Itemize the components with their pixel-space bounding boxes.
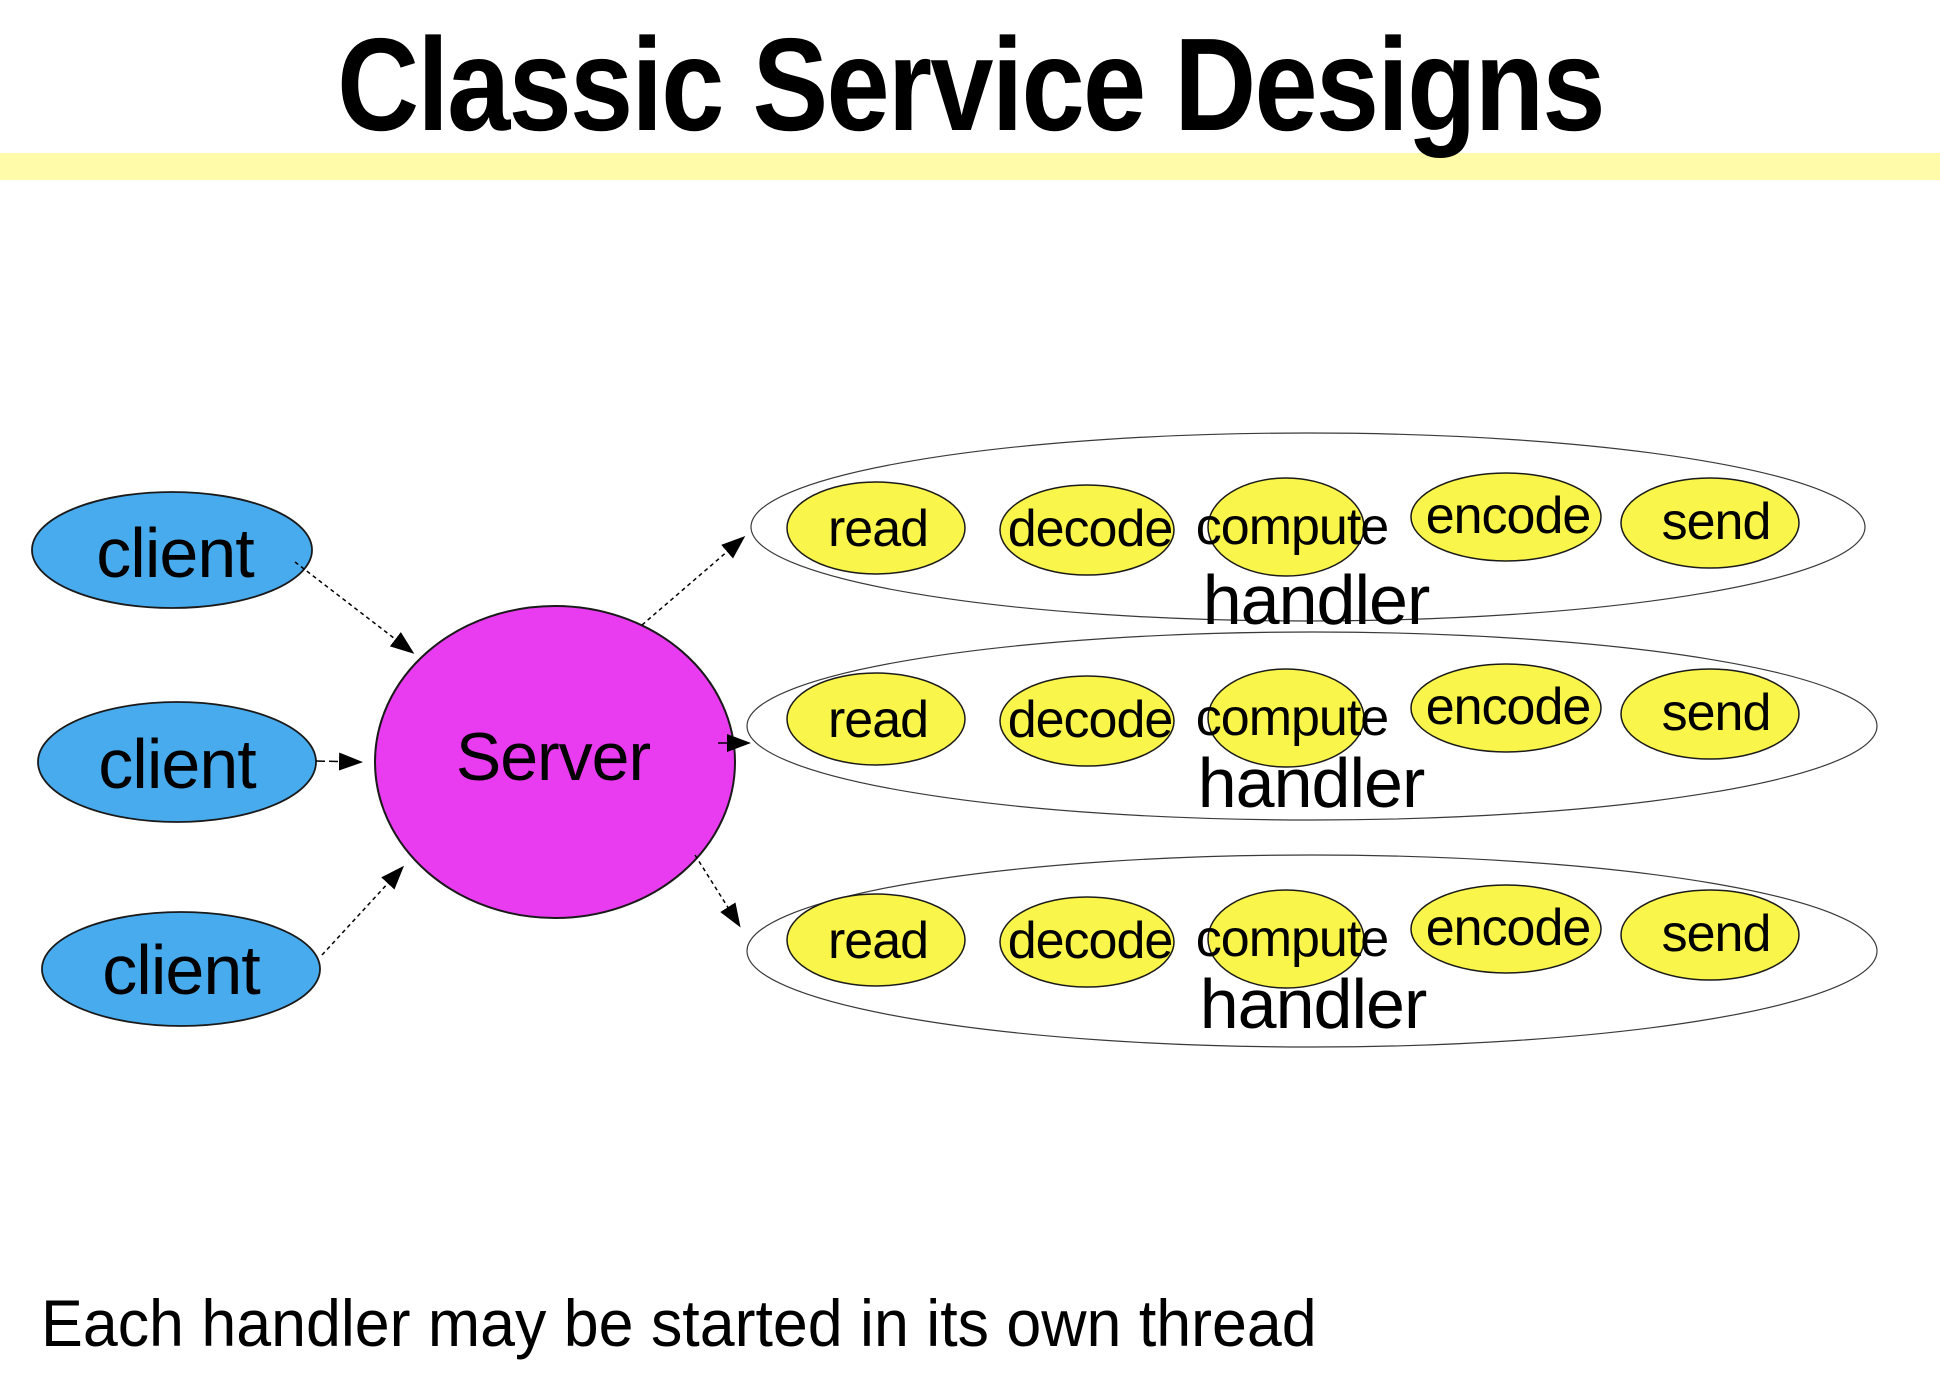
client-label-3: client [102, 931, 260, 1009]
stage-label-decode-1: decode [1007, 500, 1174, 558]
stage-ellipse-encode-2 [1410, 663, 1602, 753]
page-title: Classic Service Designs [0, 19, 1940, 151]
footer-note: Each handler may be started in its own t… [41, 1286, 1317, 1360]
stage-label-send-1: send [1661, 493, 1772, 551]
server-label: Server [455, 719, 651, 795]
stage-ellipse-read-1 [786, 481, 966, 575]
stage-ellipse-send-2 [1620, 668, 1800, 760]
arrow-client3-to-server [321, 865, 405, 956]
stage-label-decode-2: decode [1007, 691, 1174, 749]
stage-ellipse-compute-2 [1207, 668, 1365, 768]
stage-label-encode-1: encode [1425, 487, 1592, 545]
stage-label-compute-1: compute [1195, 498, 1389, 556]
stage-ellipse-encode-3 [1410, 884, 1602, 974]
arrow-client2-to-server [315, 752, 363, 771]
handler-label-2: handler [1197, 744, 1426, 822]
client-label-1: client [96, 514, 254, 592]
stage-ellipse-read-3 [786, 893, 966, 987]
handler-label-1: handler [1202, 561, 1431, 639]
arrow-server-to-handler3 [694, 854, 741, 928]
stage-ellipse-decode-2 [999, 675, 1175, 767]
stage-label-compute-3: compute [1195, 910, 1389, 968]
stage-label-encode-3: encode [1425, 899, 1592, 957]
stage-ellipse-send-1 [1620, 477, 1800, 569]
stage-label-read-1: read [827, 500, 929, 558]
client-ellipse-3 [41, 911, 321, 1027]
stage-label-send-2: send [1661, 684, 1772, 742]
page-title-text: Classic Service Designs [336, 11, 1605, 158]
client-label-2: client [98, 725, 256, 803]
stage-ellipse-decode-1 [999, 484, 1175, 576]
server-circle [374, 605, 736, 919]
stage-label-read-3: read [827, 912, 929, 970]
stage-label-decode-3: decode [1007, 912, 1174, 970]
client-ellipse-1 [31, 491, 313, 609]
stage-label-encode-2: encode [1425, 678, 1592, 736]
stage-ellipse-send-3 [1620, 889, 1800, 981]
client-ellipse-2 [37, 701, 317, 823]
stage-ellipse-encode-1 [1410, 472, 1602, 562]
handler-label-3: handler [1199, 965, 1428, 1043]
stage-ellipse-decode-3 [999, 896, 1175, 988]
stage-ellipse-compute-3 [1207, 889, 1365, 989]
stage-ellipse-compute-1 [1207, 477, 1365, 577]
arrow-server-to-handler1 [641, 536, 746, 626]
stage-label-compute-2: compute [1195, 689, 1389, 747]
stage-label-send-3: send [1661, 905, 1772, 963]
stage-label-read-2: read [827, 691, 929, 749]
stage-ellipse-read-2 [786, 672, 966, 766]
arrow-client1-to-server [294, 561, 415, 654]
title-accent-bar [0, 153, 1940, 180]
